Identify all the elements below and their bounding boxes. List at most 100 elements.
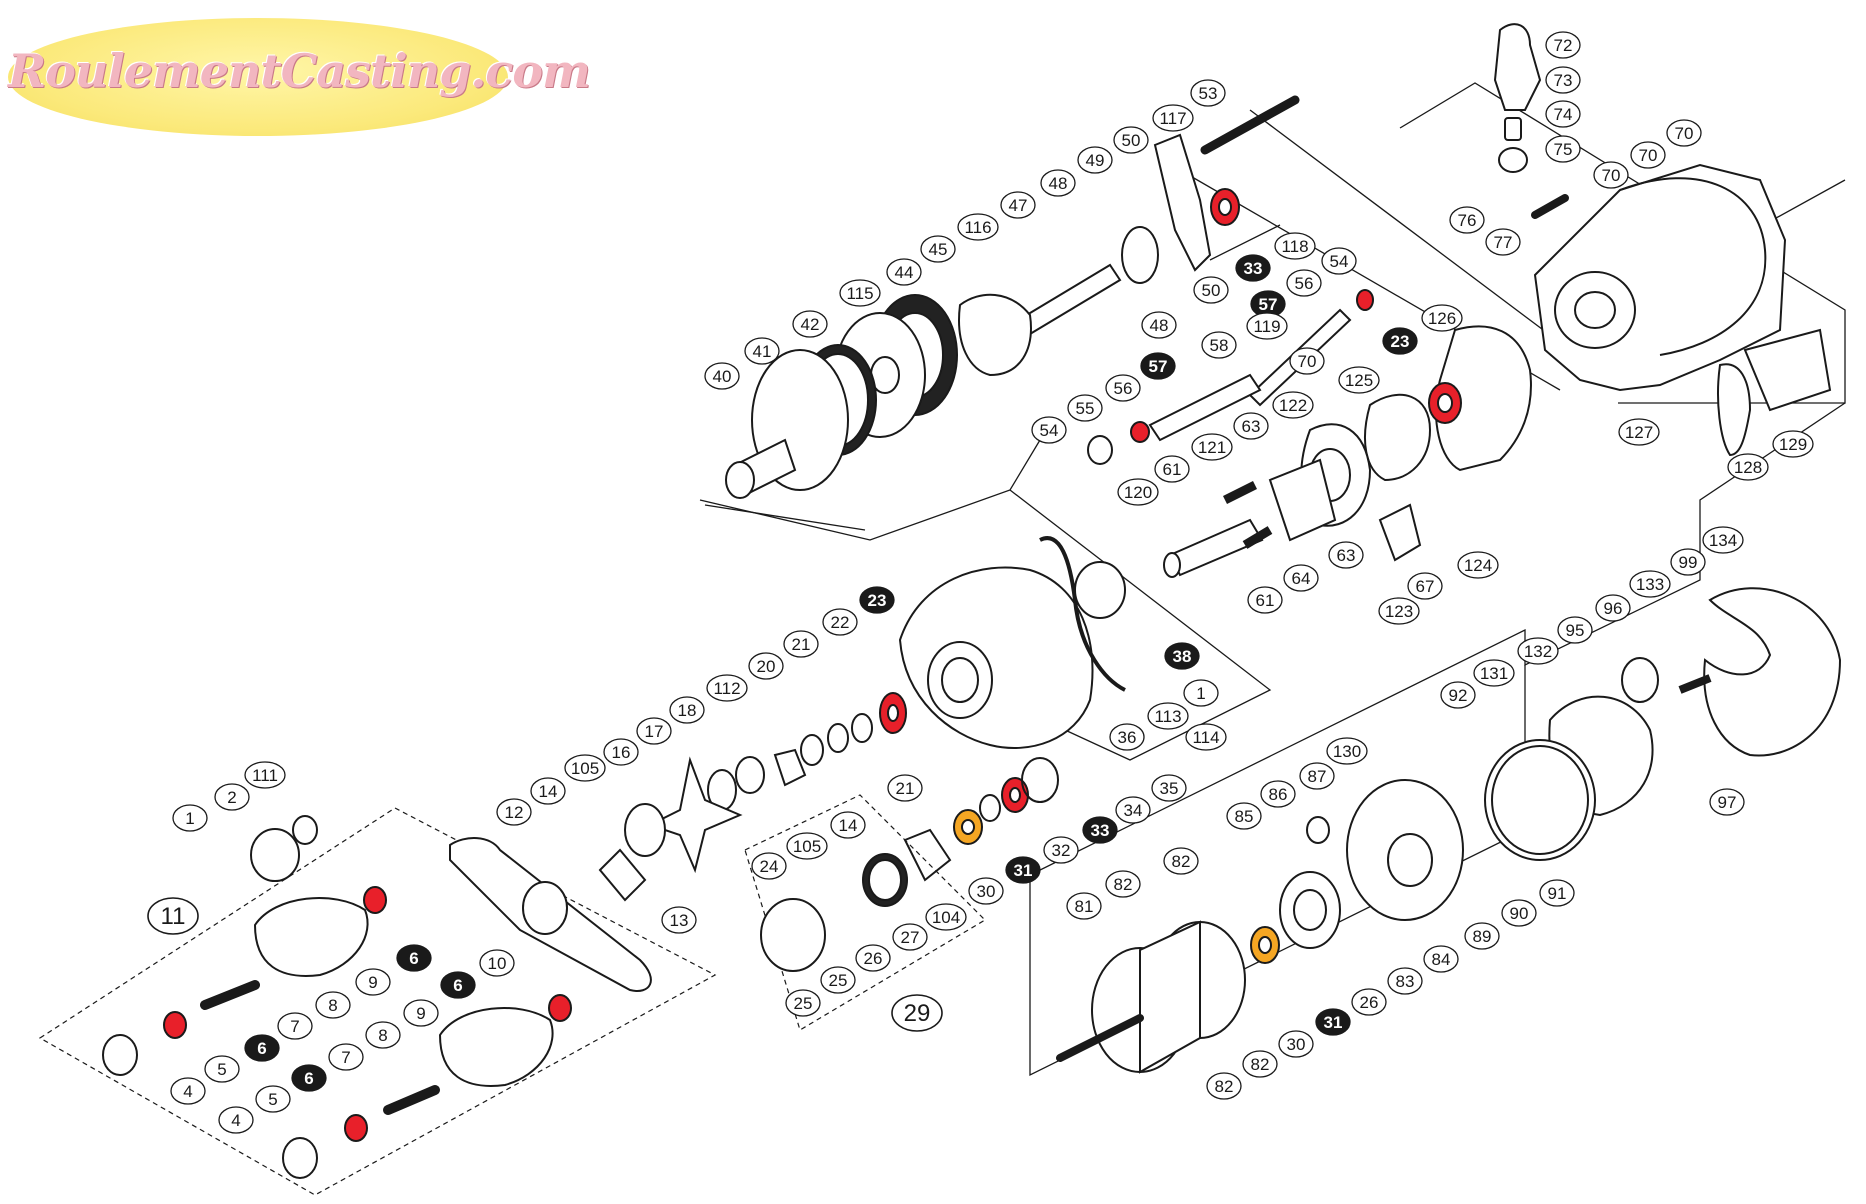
callout-134: 134 <box>1702 526 1744 554</box>
frame-line-lower-right <box>1029 402 1846 876</box>
logo-oval <box>8 18 508 136</box>
callout-81: 81 <box>1066 892 1102 920</box>
part-64-bracket <box>1268 458 1337 542</box>
clutch-assembly-frame <box>744 794 986 1031</box>
callout-bubble <box>1545 66 1581 94</box>
callout-label: 131 <box>1480 664 1508 683</box>
part-134-disc <box>1703 587 1842 757</box>
callout-86: 86 <box>1260 780 1296 808</box>
callout-label: 36 <box>1118 728 1137 747</box>
callout-label: 116 <box>964 218 991 237</box>
callout-bubble <box>1183 679 1219 707</box>
callout-label: 1 <box>1196 684 1205 703</box>
handle-assembly-frame <box>38 807 717 1196</box>
callout-70: 70 <box>1289 347 1325 375</box>
callout-bubble <box>661 906 697 934</box>
callout-77: 77 <box>1485 228 1521 256</box>
callout-bubble <box>1709 788 1745 816</box>
callout-bubble <box>204 1055 240 1083</box>
part-58-worm <box>1148 373 1262 442</box>
callout-label: 120 <box>1124 483 1152 502</box>
callout-84: 84 <box>1423 945 1459 973</box>
callout-bubble <box>170 1077 206 1105</box>
callout-label: 5 <box>217 1060 226 1079</box>
callout-label: 7 <box>341 1048 350 1067</box>
callout-bubble <box>792 310 828 338</box>
part-126-plate <box>1435 325 1532 472</box>
callout-bubble <box>1185 723 1227 751</box>
callout-label: 25 <box>794 994 813 1013</box>
callout-bubble <box>1593 161 1629 189</box>
part-55-gear <box>1087 435 1113 465</box>
callout-57: 57 <box>1250 290 1286 318</box>
callout-49: 49 <box>1077 146 1113 174</box>
callout-97: 97 <box>1709 788 1745 816</box>
bearing-23-top-inner <box>1437 393 1453 413</box>
callout-label: 90 <box>1510 904 1529 923</box>
callout-133: 133 <box>1629 570 1671 598</box>
callout-label: 55 <box>1076 399 1095 418</box>
callout-114: 114 <box>1185 723 1227 751</box>
callout-6: 6 <box>396 944 432 972</box>
callout-bubble <box>1140 352 1176 380</box>
callout-bubble <box>1772 430 1814 458</box>
callout-bubble <box>1517 637 1559 665</box>
callout-bubble <box>1117 478 1159 506</box>
callout-label: 23 <box>1391 332 1410 351</box>
part-125-plate <box>1364 393 1432 482</box>
callout-7: 7 <box>328 1043 364 1071</box>
callout-96: 96 <box>1595 594 1631 622</box>
callout-128: 128 <box>1727 453 1769 481</box>
callout-label: 128 <box>1734 458 1762 477</box>
callout-label: 74 <box>1554 105 1573 124</box>
part-75 <box>1498 147 1528 173</box>
tie-line <box>1209 224 1281 261</box>
callout-label: 23 <box>868 591 887 610</box>
callout-label: 125 <box>1345 371 1373 390</box>
callout-bubble <box>1247 586 1283 614</box>
callout-bubble <box>1326 737 1368 765</box>
callout-9: 9 <box>403 999 439 1027</box>
callout-bubble <box>277 1012 313 1040</box>
callout-label: 20 <box>757 657 776 676</box>
callout-label: 25 <box>829 971 848 990</box>
callout-82: 82 <box>1242 1050 1278 1078</box>
callout-76: 76 <box>1449 206 1485 234</box>
callout-21: 21 <box>783 630 819 658</box>
callout-112: 112 <box>706 674 748 702</box>
callout-label: 49 <box>1086 151 1105 170</box>
part-9-knob-lower <box>438 1007 554 1087</box>
tie-line <box>1249 109 1591 366</box>
callout-bubble <box>1226 802 1262 830</box>
callout-label: 84 <box>1432 950 1451 969</box>
callout-bubble <box>355 968 391 996</box>
callout-bubble <box>669 696 705 724</box>
callout-bubble <box>1545 100 1581 128</box>
callout-1: 1 <box>172 804 208 832</box>
callout-58: 58 <box>1201 331 1237 359</box>
callout-127: 127 <box>1618 418 1660 446</box>
callout-label: 48 <box>1150 316 1169 335</box>
callout-bubble <box>564 754 606 782</box>
callout-4: 4 <box>170 1077 206 1105</box>
callout-bubble <box>1242 1050 1278 1078</box>
callout-25: 25 <box>820 966 856 994</box>
callout-bubble <box>1274 232 1316 260</box>
callout-48: 48 <box>1040 169 1076 197</box>
part-84-inner <box>1293 889 1327 931</box>
callout-126: 126 <box>1421 304 1463 332</box>
callout-bubble <box>1328 541 1364 569</box>
callout-14: 14 <box>830 811 866 839</box>
callout-label: 57 <box>1259 295 1278 314</box>
callout-label: 8 <box>378 1026 387 1045</box>
callout-label: 115 <box>846 284 873 303</box>
parts-drawing <box>102 23 1842 1179</box>
part-38-roller <box>1074 561 1126 619</box>
callout-label: 42 <box>801 315 820 334</box>
callout-bubble <box>1727 453 1769 481</box>
part-104-clip <box>903 828 952 882</box>
callout-label: 6 <box>409 949 418 968</box>
callout-label: 17 <box>645 722 664 741</box>
callout-label: 54 <box>1330 252 1349 271</box>
callout-bubble <box>1154 455 1190 483</box>
